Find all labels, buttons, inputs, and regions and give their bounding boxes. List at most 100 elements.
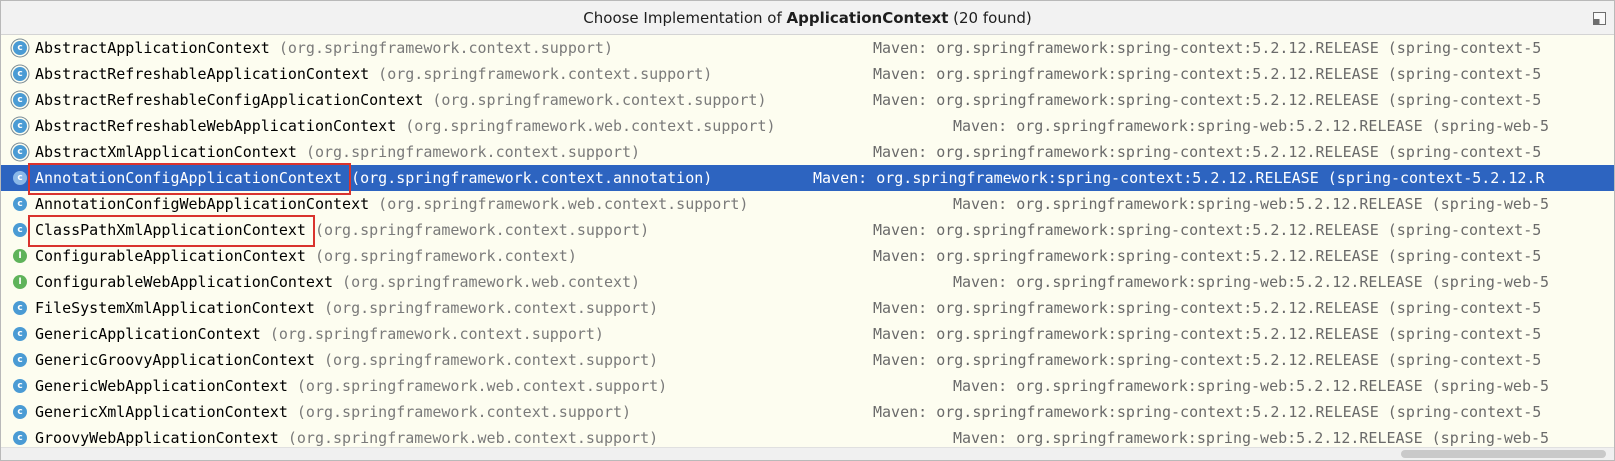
package-name: (org.springframework.web.context.support… bbox=[287, 429, 659, 447]
class-name: ConfigurableApplicationContext bbox=[35, 247, 306, 265]
class-name: AbstractRefreshableApplicationContext bbox=[35, 65, 370, 83]
package-name: (org.springframework.web.context.support… bbox=[378, 195, 749, 213]
package-name: (org.springframework.web.context.support… bbox=[296, 377, 668, 395]
list-item[interactable]: c ClassPathXmlApplicationContext (org.spr… bbox=[1, 217, 1614, 243]
class-name: GroovyWebApplicationContext bbox=[35, 429, 279, 447]
implementation-entry: FileSystemXmlApplicationContext (org.spr… bbox=[35, 295, 658, 321]
package-name: (org.springframework.context.support) bbox=[269, 325, 604, 343]
abstract-class-icon: c bbox=[13, 41, 27, 55]
package-name: (org.springframework.context.support) bbox=[305, 143, 641, 161]
library-source: Maven: org.springframework:spring-contex… bbox=[873, 65, 1542, 83]
class-name: AbstractRefreshableWebApplicationContext bbox=[35, 117, 397, 135]
package-name: (org.springframework.context.support) bbox=[314, 221, 650, 239]
interface-icon: I bbox=[13, 249, 27, 263]
popup-title-count: (20 found) bbox=[948, 9, 1032, 27]
implementation-entry: ConfigurableApplicationContext (org.spri… bbox=[35, 243, 577, 269]
library-source: Maven: org.springframework:spring-web:5.… bbox=[953, 377, 1550, 395]
abstract-class-icon: c bbox=[13, 93, 27, 107]
list-item[interactable]: I ConfigurableApplicationContext (org.spr… bbox=[1, 243, 1614, 269]
class-icon: c bbox=[13, 301, 27, 315]
implementation-entry: GroovyWebApplicationContext (org.springf… bbox=[35, 425, 658, 451]
scrollbar-thumb[interactable] bbox=[1401, 450, 1606, 458]
library-source: Maven: org.springframework:spring-contex… bbox=[873, 221, 1542, 239]
popup-title-prefix: Choose Implementation of bbox=[583, 9, 787, 27]
implementation-entry: GenericGroovyApplicationContext (org.spr… bbox=[35, 347, 658, 373]
implementation-entry: GenericApplicationContext (org.springfra… bbox=[35, 321, 604, 347]
class-name: AnnotationConfigWebApplicationContext bbox=[35, 195, 370, 213]
class-icon: c bbox=[13, 431, 27, 445]
library-source: Maven: org.springframework:spring-contex… bbox=[813, 169, 1545, 187]
package-name: (org.springframework.context.support) bbox=[278, 39, 613, 57]
package-name: (org.springframework.context) bbox=[314, 247, 577, 265]
package-name: (org.springframework.web.context) bbox=[342, 273, 641, 291]
list-item[interactable]: c GenericGroovyApplicationContext (org.sp… bbox=[1, 347, 1614, 373]
list-item[interactable]: c GenericWebApplicationContext (org.sprin… bbox=[1, 373, 1614, 399]
library-source: Maven: org.springframework:spring-contex… bbox=[873, 91, 1542, 109]
library-source: Maven: org.springframework:spring-web:5.… bbox=[953, 429, 1550, 447]
popup-title-bar: Choose Implementation of ApplicationCont… bbox=[1, 1, 1614, 35]
class-icon: c bbox=[13, 223, 27, 237]
list-item[interactable]: c AnnotationConfigWebApplicationContext (… bbox=[1, 191, 1614, 217]
library-source: Maven: org.springframework:spring-contex… bbox=[873, 143, 1542, 161]
library-source: Maven: org.springframework:spring-contex… bbox=[873, 351, 1542, 369]
list-item[interactable]: c GenericXmlApplicationContext (org.sprin… bbox=[1, 399, 1614, 425]
abstract-class-icon: c bbox=[13, 145, 27, 159]
list-item[interactable]: c AbstractRefreshableWebApplicationContex… bbox=[1, 113, 1614, 139]
class-name: AbstractXmlApplicationContext bbox=[35, 143, 297, 161]
library-source: Maven: org.springframework:spring-contex… bbox=[873, 247, 1542, 265]
pin-window-icon[interactable] bbox=[1593, 12, 1606, 25]
implementation-entry: AbstractRefreshableApplicationContext (o… bbox=[35, 61, 712, 87]
list-item[interactable]: c GroovyWebApplicationContext (org.spring… bbox=[1, 425, 1614, 451]
abstract-class-icon: c bbox=[13, 67, 27, 81]
class-name: GenericWebApplicationContext bbox=[35, 377, 288, 395]
implementation-entry: GenericWebApplicationContext (org.spring… bbox=[35, 373, 667, 399]
class-name: AbstractApplicationContext bbox=[35, 39, 270, 57]
class-name: GenericApplicationContext bbox=[35, 325, 261, 343]
class-icon: c bbox=[13, 405, 27, 419]
implementation-entry: AnnotationConfigWebApplicationContext (o… bbox=[35, 191, 748, 217]
library-source: Maven: org.springframework:spring-web:5.… bbox=[953, 273, 1550, 291]
library-source: Maven: org.springframework:spring-contex… bbox=[873, 39, 1542, 57]
class-name: AbstractRefreshableConfigApplicationCont… bbox=[35, 91, 424, 109]
class-name: GenericXmlApplicationContext bbox=[35, 403, 288, 421]
package-name: (org.springframework.context.annotation) bbox=[351, 169, 713, 187]
implementation-entry: AnnotationConfigApplicationContext (org.… bbox=[35, 165, 712, 191]
library-source: Maven: org.springframework:spring-contex… bbox=[873, 325, 1542, 343]
package-name: (org.springframework.context.support) bbox=[324, 299, 659, 317]
package-name: (org.springframework.context.support) bbox=[296, 403, 632, 421]
class-name: AnnotationConfigApplicationContext bbox=[35, 169, 343, 187]
list-item[interactable]: c AbstractApplicationContext (org.springf… bbox=[1, 35, 1614, 61]
library-source: Maven: org.springframework:spring-contex… bbox=[873, 299, 1542, 317]
implementation-entry: ClassPathXmlApplicationContext (org.spri… bbox=[35, 217, 649, 243]
list-item[interactable]: c GenericApplicationContext (org.springfr… bbox=[1, 321, 1614, 347]
implementation-entry: ConfigurableWebApplicationContext (org.s… bbox=[35, 269, 640, 295]
class-icon: c bbox=[13, 353, 27, 367]
package-name: (org.springframework.context.support) bbox=[378, 65, 713, 83]
class-icon: c bbox=[13, 327, 27, 341]
package-name: (org.springframework.context.support) bbox=[324, 351, 659, 369]
library-source: Maven: org.springframework:spring-contex… bbox=[873, 403, 1542, 421]
list-item[interactable]: c AbstractRefreshableConfigApplicationCon… bbox=[1, 87, 1614, 113]
implementation-entry: AbstractRefreshableWebApplicationContext… bbox=[35, 113, 776, 139]
class-icon: c bbox=[13, 379, 27, 393]
implementation-entry: GenericXmlApplicationContext (org.spring… bbox=[35, 399, 631, 425]
implementation-entry: AbstractApplicationContext (org.springfr… bbox=[35, 35, 613, 61]
class-name: GenericGroovyApplicationContext bbox=[35, 351, 315, 369]
implementation-entry: AbstractRefreshableConfigApplicationCont… bbox=[35, 87, 767, 113]
class-icon: c bbox=[13, 197, 27, 211]
class-name: ClassPathXmlApplicationContext bbox=[35, 221, 306, 239]
list-item[interactable]: c FileSystemXmlApplicationContext (org.sp… bbox=[1, 295, 1614, 321]
interface-icon: I bbox=[13, 275, 27, 289]
list-item[interactable]: c AbstractRefreshableApplicationContext (… bbox=[1, 61, 1614, 87]
abstract-class-icon: c bbox=[13, 119, 27, 133]
horizontal-scrollbar[interactable] bbox=[1, 447, 1614, 460]
library-source: Maven: org.springframework:spring-web:5.… bbox=[953, 117, 1550, 135]
implementation-list: c AbstractApplicationContext (org.springf… bbox=[1, 35, 1614, 451]
package-name: (org.springframework.context.support) bbox=[432, 91, 767, 109]
list-item[interactable]: I ConfigurableWebApplicationContext (org.… bbox=[1, 269, 1614, 295]
class-name: FileSystemXmlApplicationContext bbox=[35, 299, 315, 317]
list-item[interactable]: c AbstractXmlApplicationContext (org.spri… bbox=[1, 139, 1614, 165]
implementation-entry: AbstractXmlApplicationContext (org.sprin… bbox=[35, 139, 640, 165]
